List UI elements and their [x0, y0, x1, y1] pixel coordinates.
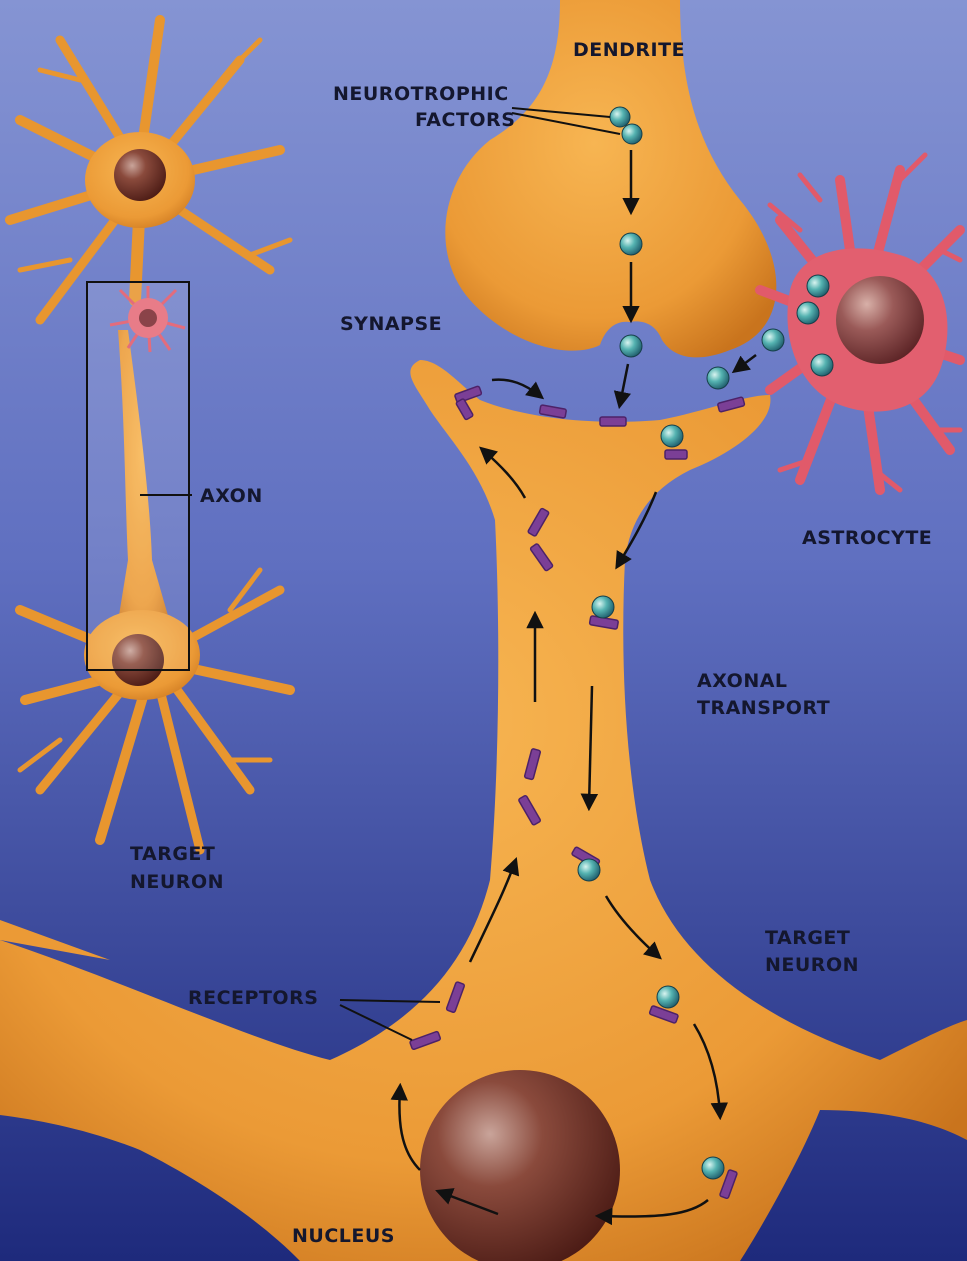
label-receptors: RECEPTORS	[188, 987, 318, 1009]
neurotrophic-factor	[610, 107, 630, 127]
neurotrophic-factor	[661, 425, 683, 447]
label-target-left: TARGET	[130, 843, 215, 865]
neurotrophic-factor	[620, 233, 642, 255]
receptor	[665, 450, 687, 459]
neurotrophic-factor	[762, 329, 784, 351]
label-neuron-left: NEURON	[130, 871, 224, 893]
neurotrophic-factor	[657, 986, 679, 1008]
receptor	[600, 417, 626, 426]
label-dendrite: DENDRITE	[573, 39, 685, 61]
neurotrophic-factor	[702, 1157, 724, 1179]
neurotrophic-factor	[592, 596, 614, 618]
label-target-right: TARGET	[765, 927, 850, 949]
label-neurotrophic: NEUROTROPHIC	[333, 83, 509, 105]
small-neuron-top-nucleus	[114, 149, 166, 201]
astrocyte-nucleus	[836, 276, 924, 364]
label-axon: AXON	[200, 485, 263, 507]
axon-highlight-box	[87, 282, 189, 670]
label-synapse: SYNAPSE	[340, 313, 442, 335]
neurotrophic-factor	[707, 367, 729, 389]
neurotrophic-factor	[622, 124, 642, 144]
neurotrophic-factor	[620, 335, 642, 357]
neurotrophic-factor	[811, 354, 833, 376]
neurotrophic-factor	[807, 275, 829, 297]
label-neuron-right: NEURON	[765, 954, 859, 976]
label-nucleus: NUCLEUS	[292, 1225, 395, 1247]
label-transport: TRANSPORT	[697, 697, 830, 719]
neurotrophic-factor	[578, 859, 600, 881]
label-factors: FACTORS	[415, 109, 515, 131]
label-axonal: AXONAL	[697, 670, 788, 692]
main-nucleus	[420, 1070, 620, 1261]
label-astrocyte: ASTROCYTE	[802, 527, 932, 549]
neurotrophic-factor	[797, 302, 819, 324]
